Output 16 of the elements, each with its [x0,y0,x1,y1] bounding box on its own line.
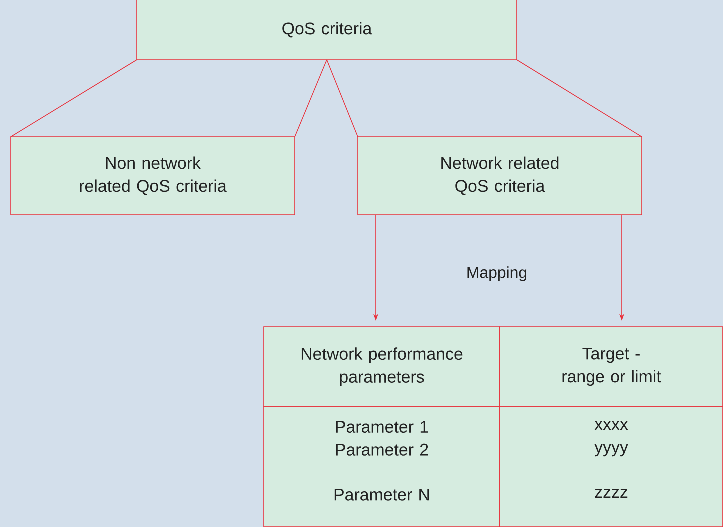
criteria-box: Network related QoS criteria [358,136,642,216]
node-label: Target - range or limit [562,348,662,386]
mapping-label: Mapping [468,266,527,282]
table-cell: Network performance parameters [264,326,500,408]
node-label: Parameter 1 [336,421,428,434]
table-cell: xxxx yyyy zzzz [500,406,723,527]
connector-line [326,60,358,138]
criteria-box: Non network related QoS criteria [10,136,296,216]
table-cell: Target - range or limit [500,326,723,408]
table-cell: Parameter 1 Parameter 2 Parameter N [264,406,500,527]
node-label: Parameter 2 [336,444,428,456]
node-label: Parameter N [334,489,430,501]
connector-line [294,60,328,138]
criteria-box: QoS criteria [136,0,518,60]
connector-line [516,60,642,138]
connector-line [10,60,138,138]
